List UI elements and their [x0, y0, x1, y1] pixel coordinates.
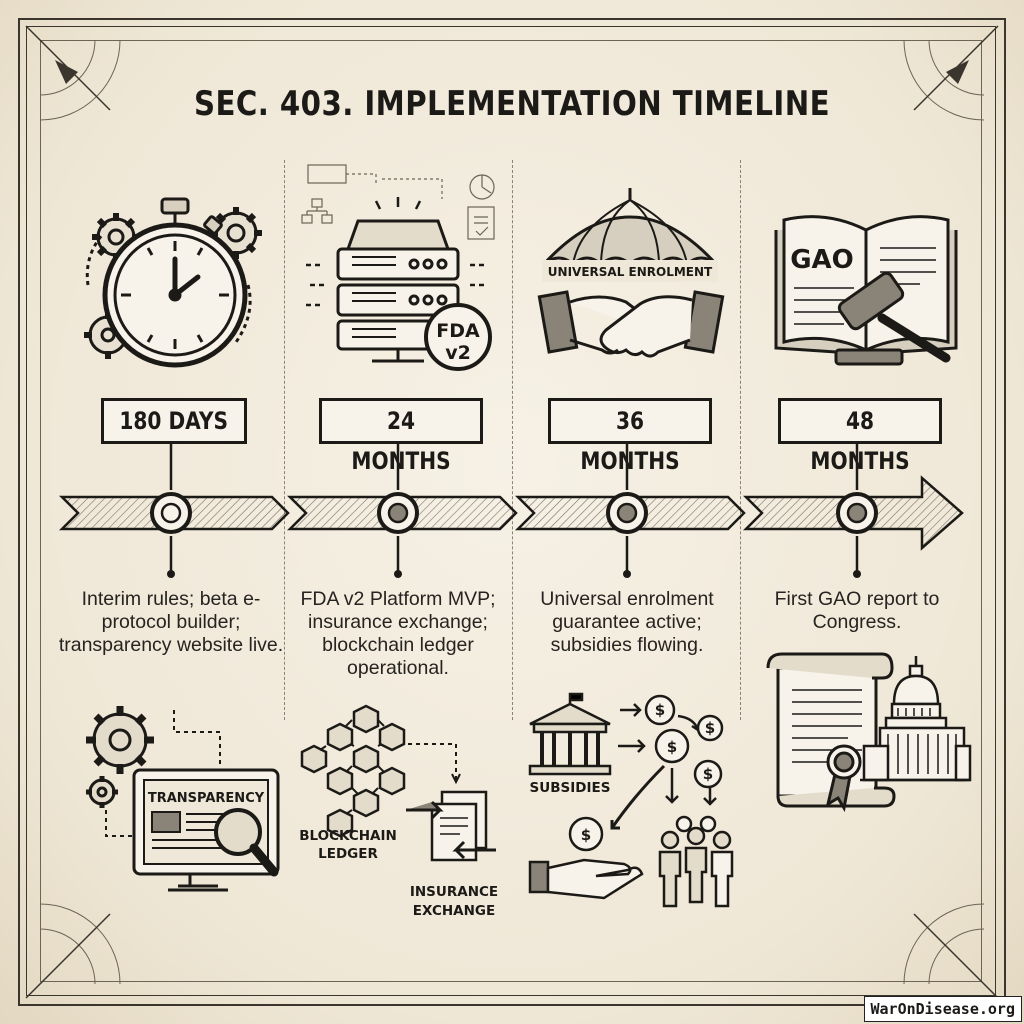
stopwatch-icon [84, 197, 262, 368]
milestone-description: First GAO report to Congress. [774, 588, 940, 633]
svg-text:$: $ [655, 701, 665, 719]
page-title: SEC. 403. IMPLEMENTATION TIMELINE [193, 84, 831, 124]
svg-text:FDA: FDA [436, 320, 480, 342]
documents-icon [406, 790, 496, 862]
bank-icon [528, 692, 612, 776]
svg-text:LEDGER: LEDGER [318, 846, 378, 862]
column-divider [284, 160, 285, 720]
scroll-icon [766, 652, 972, 813]
milestone-label: 24 MONTHS [319, 398, 483, 475]
book-icon: GAO [774, 215, 958, 366]
svg-text:BLOCKCHAIN: BLOCKCHAIN [299, 828, 397, 844]
svg-text:$: $ [703, 765, 713, 783]
capitol-icon [860, 656, 972, 782]
milestone-label: 36 MONTHS [548, 398, 712, 475]
hand-icon [528, 858, 644, 900]
monitor-icon: TRANSPARENCY [86, 706, 280, 892]
ribbon-seal-icon [825, 744, 862, 813]
credit-label: WarOnDisease.org [863, 996, 1022, 1022]
column-divider [512, 160, 513, 720]
svg-text:$: $ [705, 719, 715, 737]
svg-text:GAO: GAO [790, 245, 854, 275]
gavel-icon [834, 271, 951, 366]
svg-text:UNIVERSAL ENROLMENT: UNIVERSAL ENROLMENT [548, 265, 713, 279]
umbrella-icon: UNIVERSAL ENROLMENT [537, 188, 725, 358]
svg-text:SUBSIDIES: SUBSIDIES [530, 780, 611, 796]
server-icon: FDA v2 [301, 164, 495, 371]
svg-text:v2: v2 [445, 342, 471, 364]
blockchain-icon: BLOCKCHAIN LEDGER INSURANCE EXCHANGE [299, 704, 498, 919]
gears-icon [86, 706, 154, 808]
milestone-description: Interim rules; beta e-protocol builder; … [58, 588, 284, 656]
magnifier-icon [214, 808, 279, 877]
milestone-label: 180 DAYS [101, 398, 247, 444]
milestone-description: FDA v2 Platform MVP; insurance exchange;… [300, 588, 496, 679]
svg-text:TRANSPARENCY: TRANSPARENCY [148, 791, 265, 806]
svg-text:$: $ [667, 738, 677, 756]
svg-text:EXCHANGE: EXCHANGE [413, 903, 495, 919]
milestone-description: Universal enrolment guarantee active; su… [540, 588, 714, 656]
milestone-label: 48 MONTHS [778, 398, 942, 475]
coins-icon: SUBSIDIES $ $ $ $ $ [528, 692, 734, 908]
svg-text:INSURANCE: INSURANCE [410, 884, 498, 900]
column-divider [740, 160, 741, 720]
handshake-icon [537, 290, 725, 358]
umbrella-label-band [542, 260, 718, 282]
svg-text:$: $ [581, 826, 591, 844]
people-icon [658, 815, 734, 908]
